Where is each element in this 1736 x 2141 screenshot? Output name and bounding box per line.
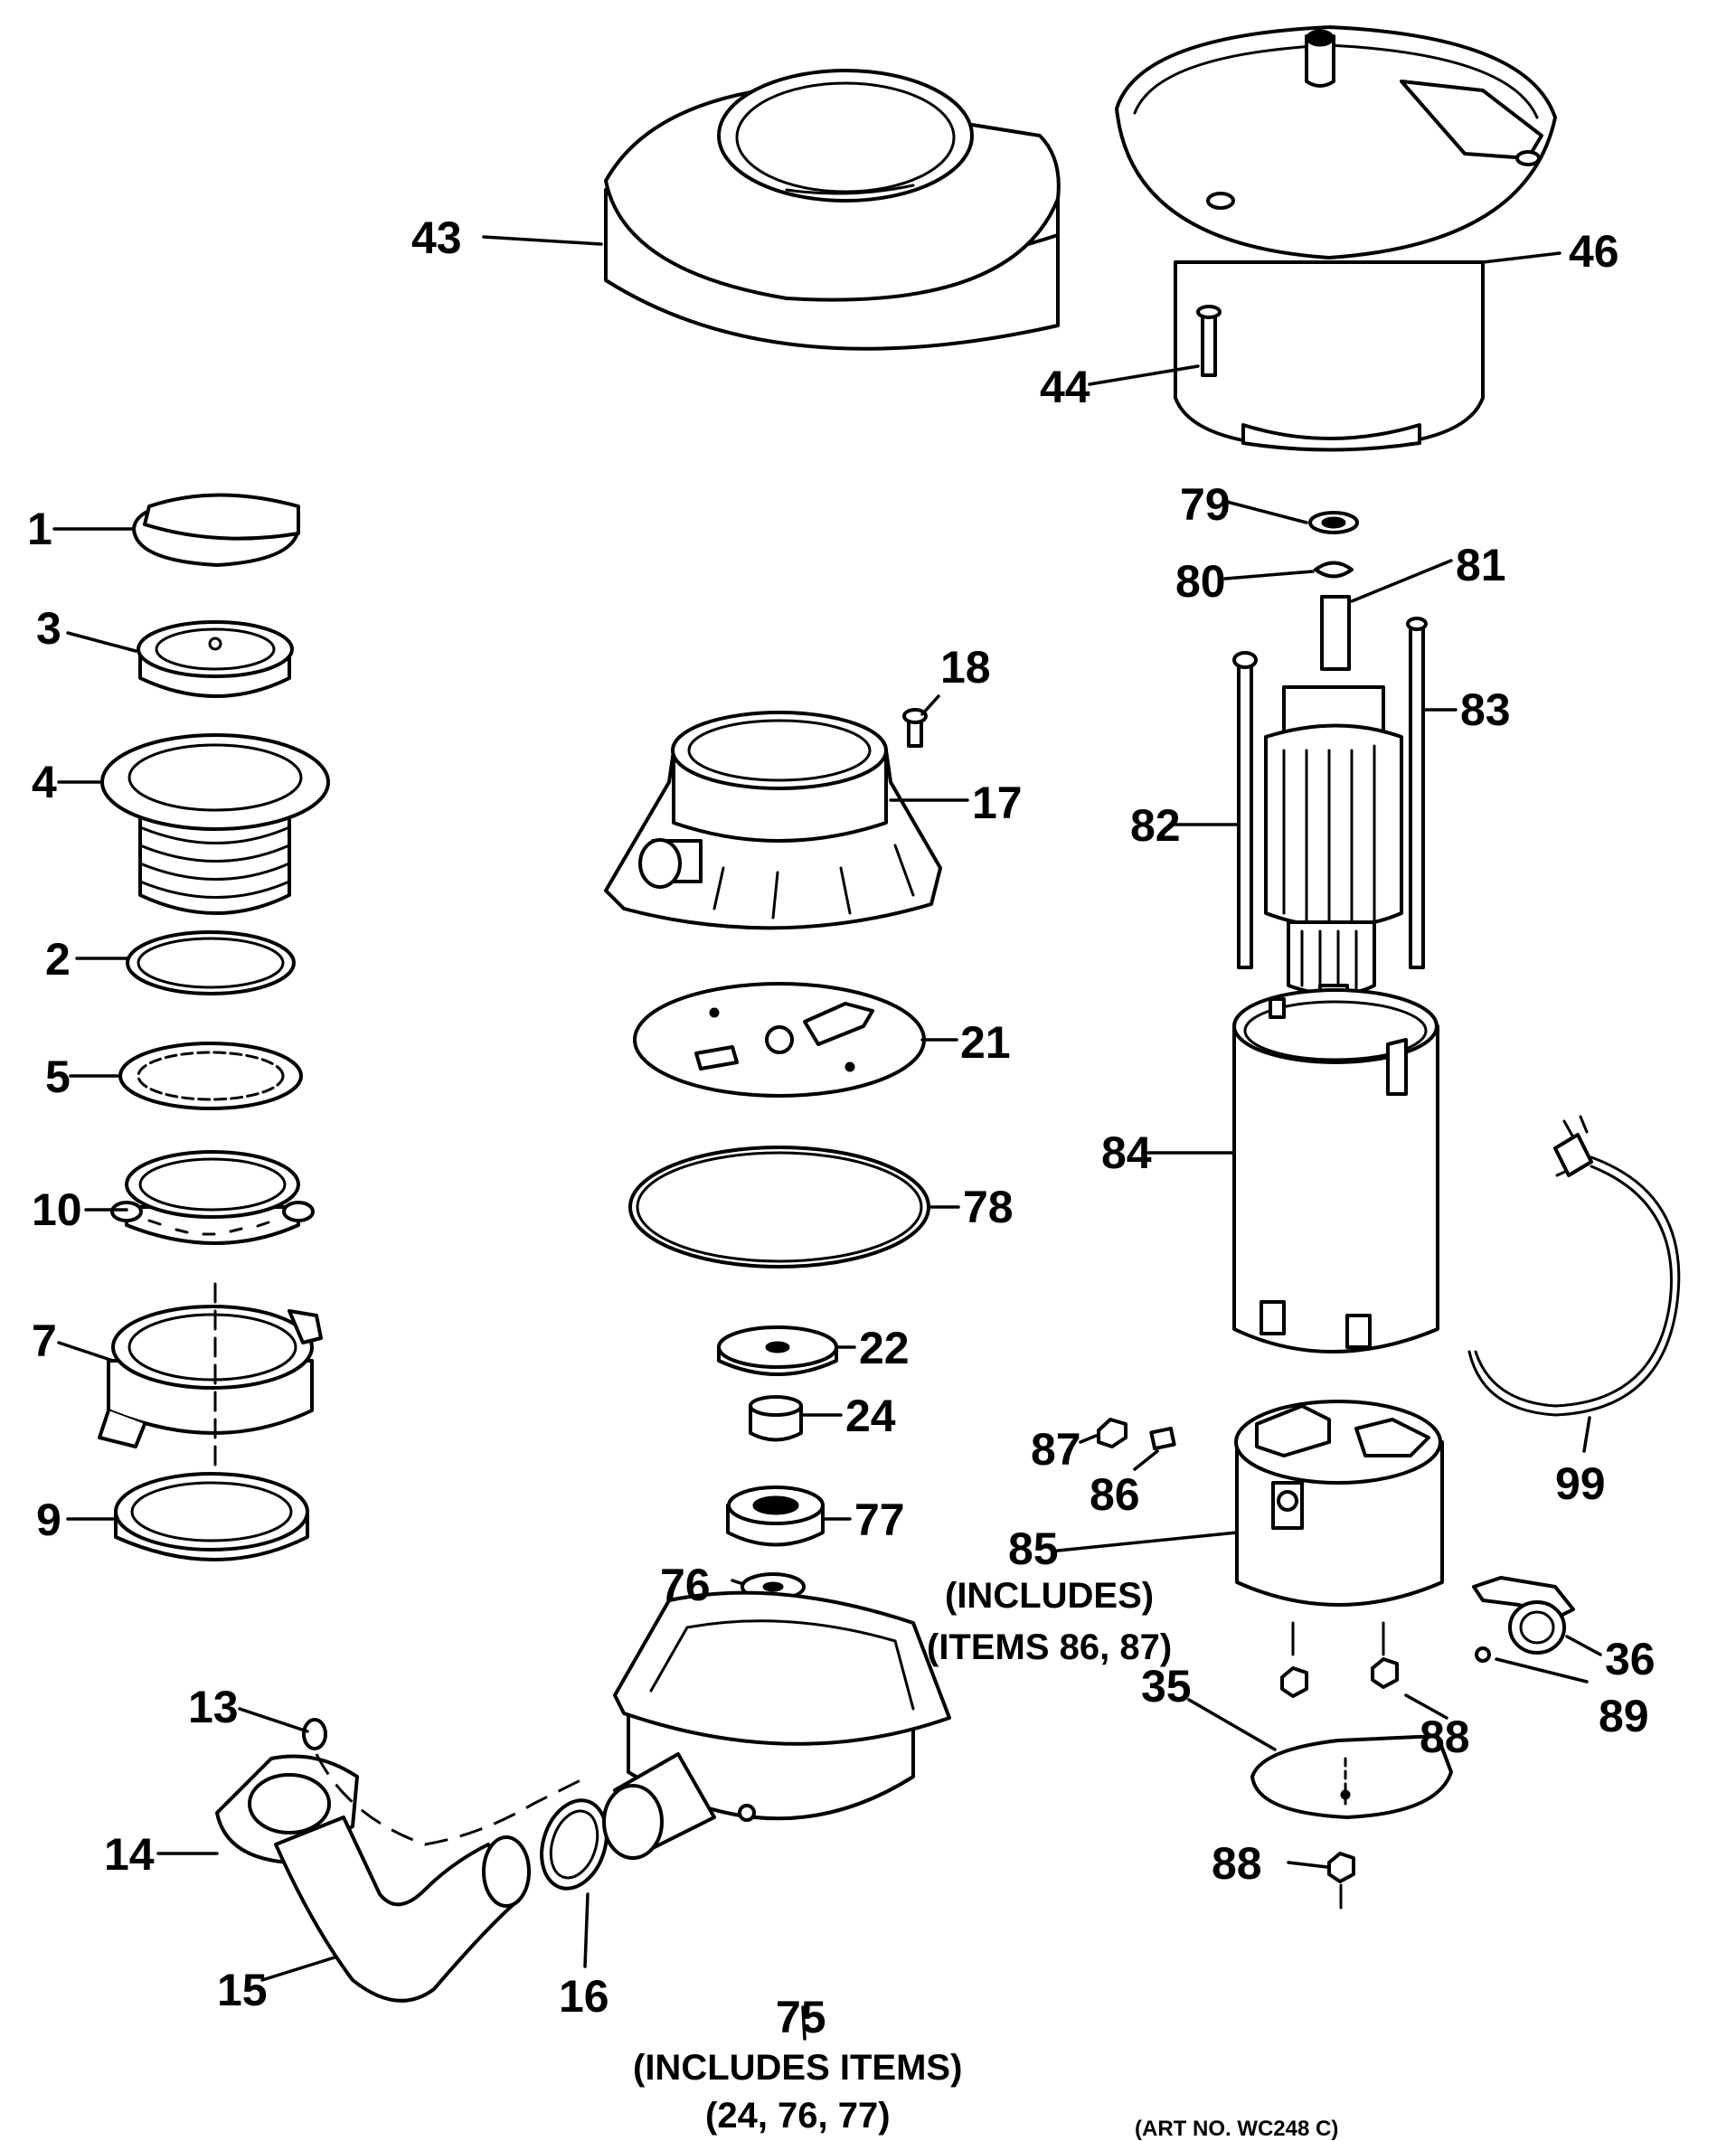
part-75-lower-hopper [602, 1590, 951, 1860]
callout-13: 13 [188, 1682, 239, 1732]
callout-88-upper: 88 [1420, 1712, 1470, 1762]
part-77-bearing [726, 1485, 825, 1547]
part-5-backup-ring [118, 1042, 303, 1110]
part-84-stator-shell [1232, 988, 1439, 1353]
callout-77: 77 [854, 1495, 905, 1545]
part-35-end-cover [1250, 1734, 1453, 1819]
part-87-nut [1097, 1418, 1127, 1448]
part-43-cover [604, 69, 1061, 351]
callout-9: 9 [36, 1495, 61, 1545]
callout-18: 18 [940, 642, 991, 693]
callout-78: 78 [963, 1182, 1014, 1232]
callout-83: 83 [1460, 684, 1511, 735]
part-3-strainer [137, 620, 294, 698]
callout-85: 85 [1008, 1523, 1059, 1574]
callout-4: 4 [32, 757, 57, 807]
callout-46: 46 [1569, 226, 1619, 277]
callout-87: 87 [1031, 1424, 1081, 1475]
callout-84: 84 [1101, 1127, 1152, 1178]
part-18-screw [902, 708, 928, 748]
callout-17: 17 [972, 778, 1023, 828]
callout-22: 22 [859, 1323, 910, 1373]
callout-5: 5 [45, 1052, 71, 1102]
part-2-gasket [126, 930, 296, 995]
part-36-cord-clamp [1472, 1576, 1575, 1655]
callout-16: 16 [559, 1971, 609, 2022]
part-24-sleeve [749, 1395, 803, 1442]
callout-82: 82 [1130, 800, 1181, 851]
callout-86: 86 [1090, 1469, 1140, 1520]
callout-24: 24 [845, 1391, 896, 1441]
part-80-clip [1314, 561, 1354, 579]
part-13-nut [302, 1718, 327, 1750]
part-81-armature [1264, 595, 1403, 1023]
part-88-nut-upper-left [1280, 1666, 1308, 1698]
part-88-nut-lower [1327, 1852, 1355, 1883]
part-79-washer [1308, 511, 1359, 534]
callout-89: 89 [1599, 1691, 1649, 1741]
part-22-washer [717, 1325, 838, 1376]
part-7-mounting-assembly [98, 1305, 323, 1448]
part-4-sink-flange [100, 733, 330, 915]
callout-81: 81 [1456, 540, 1506, 590]
note-item75-line1: (INCLUDES ITEMS) [633, 2048, 962, 2088]
callout-79: 79 [1180, 479, 1231, 530]
part-78-o-ring [628, 1146, 930, 1269]
callout-88-lower: 88 [1212, 1838, 1262, 1889]
part-44-bolt [1196, 305, 1222, 377]
notes: (INCLUDES) (ITEMS 86, 87) (INCLUDES ITEM… [633, 1576, 1338, 2141]
part-17-upper-hopper [604, 711, 942, 930]
callout-76: 76 [660, 1560, 711, 1610]
callout-80: 80 [1175, 556, 1226, 607]
callout-43: 43 [411, 212, 462, 263]
part-89-screw [1475, 1646, 1491, 1663]
part-88-nut-upper-right [1371, 1657, 1399, 1689]
part-21-turntable [633, 982, 926, 1098]
callout-2: 2 [45, 934, 71, 985]
part-15-discharge-tube [274, 1816, 531, 2003]
art-number: (ART NO. WC248 C) [1135, 2117, 1338, 2141]
part-1-stopper [132, 493, 300, 567]
callout-21: 21 [960, 1017, 1011, 1068]
callout-7: 7 [32, 1316, 57, 1366]
callout-3: 3 [36, 603, 61, 654]
part-16-gasket [540, 1798, 609, 1891]
part-85-end-bell [1234, 1400, 1444, 1607]
part-10-mounting-ring [110, 1150, 315, 1245]
note-item85-line1: (INCLUDES) [945, 1576, 1154, 1616]
callout-1: 1 [27, 504, 52, 554]
part-83-through-bolt [1406, 617, 1428, 969]
part-99-power-cord [1467, 1115, 1681, 1417]
part-82-through-bolt [1232, 651, 1258, 969]
callout-75: 75 [776, 1992, 826, 2042]
callout-numbers: 43 46 44 1 3 4 2 5 10 7 9 18 17 21 78 22… [27, 212, 1656, 2042]
leader-lines [52, 235, 1602, 2041]
callout-10: 10 [32, 1184, 82, 1235]
callout-99: 99 [1555, 1458, 1606, 1509]
part-46-housing [1115, 25, 1557, 452]
note-item75-line2: (24, 76, 77) [705, 2096, 891, 2136]
note-item85-line2: (ITEMS 86, 87) [927, 1627, 1172, 1667]
callout-44: 44 [1040, 362, 1090, 412]
callout-15: 15 [217, 1965, 268, 2015]
part-9-gasket [114, 1472, 309, 1561]
callout-14: 14 [104, 1829, 155, 1880]
callout-35: 35 [1141, 1661, 1192, 1712]
part-86-brush [1149, 1426, 1176, 1451]
callout-36: 36 [1605, 1634, 1656, 1684]
